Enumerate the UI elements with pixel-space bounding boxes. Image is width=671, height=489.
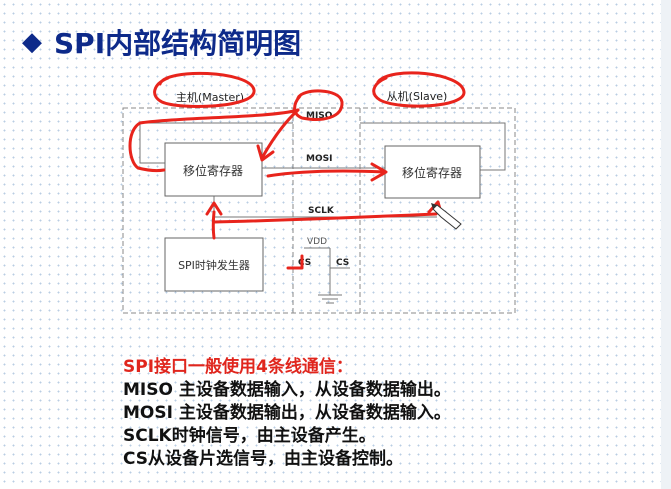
notes-line-mosi: MOSI 主设备数据输出，从设备数据输入。: [123, 403, 451, 423]
notes-line-cs: CS从设备片选信号，由主设备控制。: [123, 449, 404, 469]
miso-circle: [293, 89, 344, 121]
spi-notes: SPI接口一般使用4条线通信： MISO 主设备数据输入，从设备数据输出。 MO…: [123, 356, 451, 471]
sclk-label: SCLK: [308, 206, 335, 216]
master-cs-annotation: [286, 254, 304, 270]
slave-shift-register-box: [384, 145, 481, 199]
miso-path-annotation: [128, 108, 300, 173]
slave-label-circle: [372, 71, 466, 108]
notes-line-miso: MISO 主设备数据输入，从设备数据输出。: [123, 380, 451, 400]
master-label: 主机(Master): [176, 90, 244, 104]
slave-label: 从机(Slave): [387, 89, 448, 103]
slide-title: ◆ SPI内部结构简明图: [22, 22, 301, 62]
cs-slave-label: CS: [336, 258, 349, 268]
miso-return-arrow-head: [256, 144, 275, 162]
sclk-annotation: [211, 210, 438, 240]
mosi-label: MOSI: [306, 154, 332, 164]
diamond-icon: ◆: [22, 27, 42, 57]
mosi-arrow-annotation: [266, 169, 386, 178]
ground-icon: [318, 294, 342, 304]
master-label-circle: [153, 71, 256, 108]
master-loop-line: [139, 122, 293, 164]
window-edge-bar: [661, 0, 671, 489]
slide-title-text: SPI内部结构简明图: [54, 27, 302, 60]
pen-cursor-icon: [431, 203, 462, 230]
master-shift-register-label: 移位寄存器: [183, 163, 243, 178]
red-annotations: [128, 71, 466, 270]
notes-line-sclk: SCLK时钟信号，由主设备产生。: [123, 426, 376, 446]
miso-return-annotation: [260, 108, 300, 160]
cs-master-label: CS: [298, 258, 311, 268]
slave-loop-line: [360, 122, 506, 171]
miso-label: MISO: [306, 111, 333, 121]
mosi-arrow-head: [370, 162, 388, 182]
master-shift-register-box: [164, 142, 263, 197]
spi-clock-generator-label: SPI时钟发生器: [178, 258, 250, 272]
diagram-boundary: [122, 107, 516, 314]
sclk-up-arrow-head: [205, 201, 223, 216]
notes-heading: SPI接口一般使用4条线通信：: [123, 357, 353, 377]
vdd-label: VDD: [307, 237, 327, 247]
slave-shift-register-label: 移位寄存器: [402, 165, 462, 180]
